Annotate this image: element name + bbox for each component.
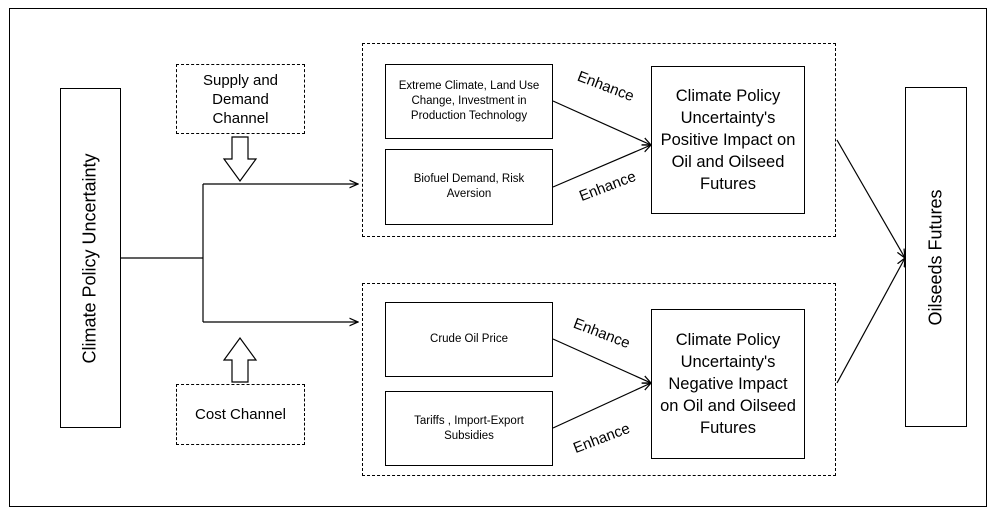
crude-oil-label: Crude Oil Price xyxy=(430,333,508,345)
crude-oil-box: Crude Oil Price xyxy=(385,302,553,377)
cost-block-arrow xyxy=(222,336,258,383)
cost-channel-label: Cost Channel xyxy=(195,406,286,423)
tariffs-arrow xyxy=(552,383,651,429)
tariffs-box: Tariffs , Import-Export Subsidies xyxy=(385,391,553,466)
positive-impact-box: Climate Policy Uncertainty's Positive Im… xyxy=(651,66,805,214)
biofuel-arrow xyxy=(552,145,651,188)
extreme-climate-arrow xyxy=(552,100,651,145)
climate-policy-uncertainty-label: Climate Policy Uncertainty xyxy=(80,152,101,364)
oilseeds-futures-box: Oilseeds Futures xyxy=(905,87,967,427)
negative-impact-box: Climate Policy Uncertainty's Negative Im… xyxy=(651,309,805,459)
extreme-climate-label: Extreme Climate, Land Use Change, Invest… xyxy=(398,80,540,122)
tariffs-label: Tariffs , Import-Export Subsidies xyxy=(414,414,524,442)
positive-impact-label: Climate Policy Uncertainty's Positive Im… xyxy=(660,87,796,193)
climate-policy-uncertainty-box: Climate Policy Uncertainty xyxy=(60,88,121,428)
cost-channel-box: Cost Channel xyxy=(176,384,305,445)
supply-demand-block-arrow xyxy=(222,136,258,183)
biofuel-box: Biofuel Demand, Risk Aversion xyxy=(385,149,553,225)
supply-demand-channel-label: Supply and Demand Channel xyxy=(202,71,279,127)
oilseeds-futures-label: Oilseeds Futures xyxy=(925,188,946,326)
negative-impact-label: Climate Policy Uncertainty's Negative Im… xyxy=(660,331,796,437)
supply-demand-channel-box: Supply and Demand Channel xyxy=(176,64,305,134)
extreme-climate-box: Extreme Climate, Land Use Change, Invest… xyxy=(385,64,553,139)
negative-to-futures-arrow xyxy=(836,258,905,384)
biofuel-label: Biofuel Demand, Risk Aversion xyxy=(413,173,525,200)
crude-oil-arrow xyxy=(552,338,651,383)
positive-to-futures-arrow xyxy=(836,139,905,258)
